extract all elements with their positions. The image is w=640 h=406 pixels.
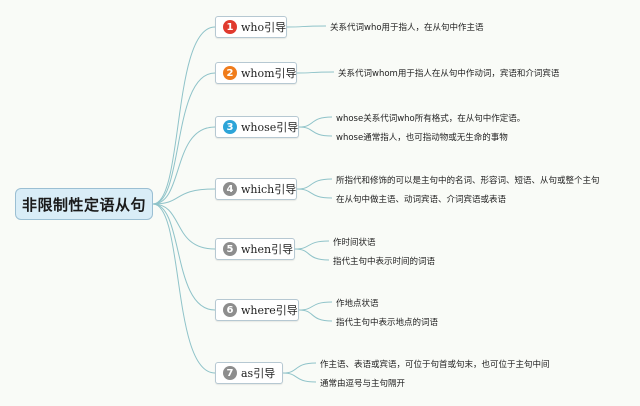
root-connector-1 — [152, 26, 216, 205]
number-badge-icon: 5 — [223, 242, 237, 256]
detail-connector-5-2 — [294, 248, 330, 261]
detail-connector-6-2 — [298, 309, 333, 322]
number-badge-icon: 2 — [223, 66, 237, 80]
branch-which[interactable]: 4 which引导 — [215, 178, 297, 200]
branch-label: when引导 — [241, 243, 294, 256]
detail-whose-2: whose通常指人，也可指动物或无生命的事物 — [336, 133, 508, 143]
branch-label: whom引导 — [241, 67, 297, 80]
detail-who-1: 关系代词who用于指人，在从句中作主语 — [330, 23, 484, 33]
branch-label: where引导 — [241, 304, 298, 317]
detail-where-2: 指代主句中表示地点的词语 — [336, 318, 439, 328]
detail-as-1: 作主语、表语或宾语，可位于句首或句末，也可位于主句中间 — [320, 360, 550, 370]
branch-label: whose引导 — [241, 121, 299, 134]
detail-connector-7-2 — [282, 372, 317, 383]
root-connector-3 — [152, 126, 216, 205]
detail-connector-3-2 — [298, 126, 333, 137]
branch-whom[interactable]: 2 whom引导 — [215, 62, 297, 84]
number-badge-icon: 6 — [223, 303, 237, 317]
root-topic-label: 非限制性定语从句 — [21, 195, 146, 214]
detail-connector-2-1 — [296, 71, 335, 74]
detail-where-1: 作地点状语 — [336, 299, 379, 309]
detail-connector-3-1 — [298, 116, 333, 128]
root-connector-2 — [152, 72, 216, 205]
branch-as[interactable]: 7 as引导 — [215, 362, 283, 384]
branch-where[interactable]: 6 where引导 — [215, 299, 299, 321]
detail-connector-7-1 — [282, 362, 317, 374]
number-badge-icon: 7 — [223, 366, 237, 380]
root-connector-7 — [152, 203, 216, 374]
branch-whose[interactable]: 3 whose引导 — [215, 116, 299, 138]
root-connector-5 — [152, 203, 216, 250]
branch-label: which引导 — [241, 183, 297, 196]
root-topic[interactable]: 非限制性定语从句 — [15, 188, 153, 220]
detail-connector-6-1 — [298, 301, 333, 311]
number-badge-icon: 3 — [223, 120, 237, 134]
detail-whom-1: 关系代词whom用于指人在从句中作动词，宾语和介词宾语 — [338, 69, 560, 79]
number-badge-icon: 1 — [223, 20, 237, 34]
branch-label: as引导 — [241, 367, 276, 380]
branch-label: who引导 — [241, 21, 287, 34]
root-connector-6 — [152, 203, 216, 311]
detail-connector-5-1 — [294, 240, 330, 250]
branch-who[interactable]: 1 who引导 — [215, 16, 287, 38]
root-connector-4 — [152, 188, 216, 205]
detail-connector-4-2 — [296, 188, 333, 199]
detail-which-2: 在从句中做主语、动词宾语、介词宾语或表语 — [336, 195, 507, 205]
number-badge-icon: 4 — [223, 182, 237, 196]
detail-connector-4-1 — [296, 178, 333, 190]
detail-whose-1: whose关系代词who所有格式，在从句中作定语。 — [336, 114, 526, 124]
detail-when-2: 指代主句中表示时间的词语 — [333, 257, 436, 267]
detail-when-1: 作时间状语 — [333, 238, 376, 248]
branch-when[interactable]: 5 when引导 — [215, 238, 295, 260]
detail-connector-1-1 — [286, 25, 327, 28]
detail-as-2: 通常由逗号与主句隔开 — [320, 379, 406, 389]
detail-which-1: 所指代和修饰的可以是主句中的名词、形容词、短语、从句或整个主句 — [336, 176, 600, 186]
